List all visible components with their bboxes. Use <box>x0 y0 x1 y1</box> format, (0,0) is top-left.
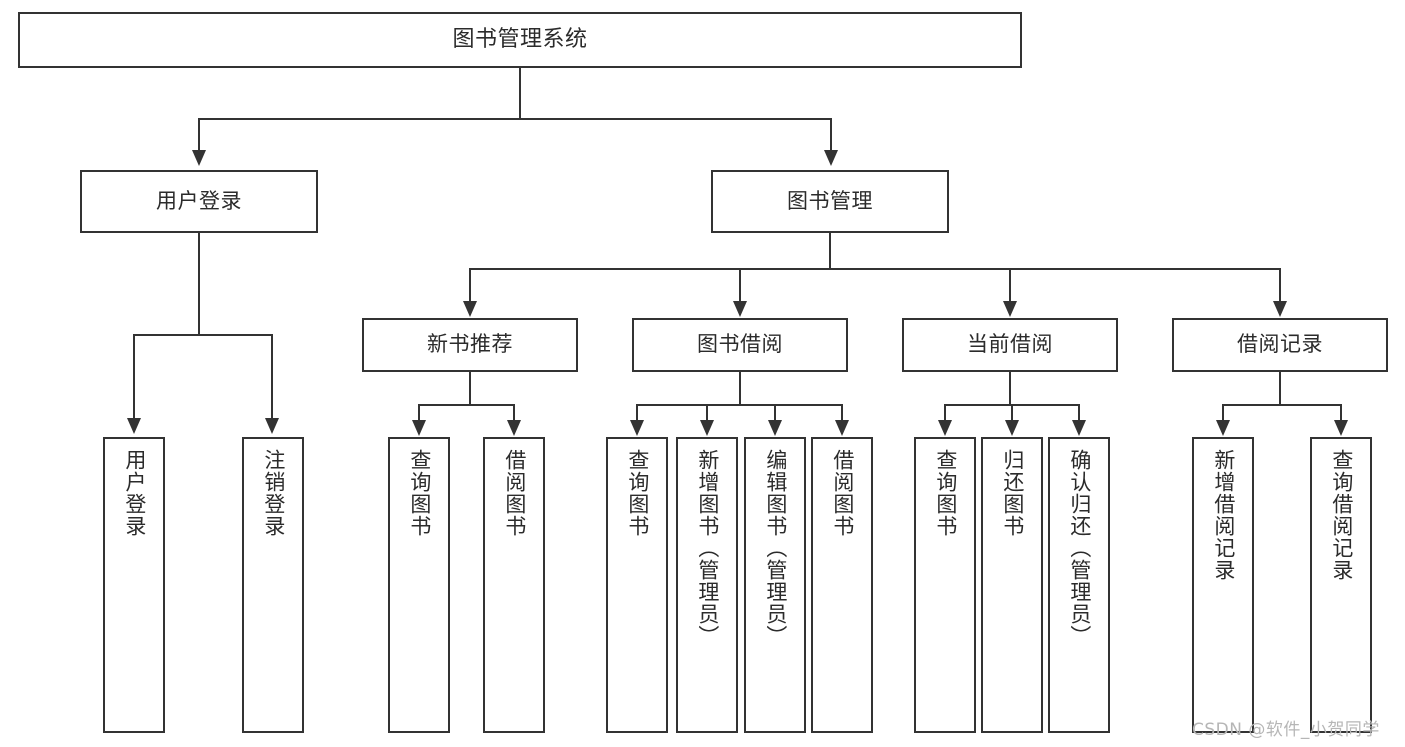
connector-root-trunk <box>519 68 521 119</box>
node-book-management[interactable]: 图书管理 <box>711 170 949 233</box>
connector-newbook-to-leaf-2 <box>513 404 515 422</box>
leaf-query-book-3-label: 查询图书 <box>933 449 958 537</box>
arrow-current-to-leaf-2 <box>1005 420 1019 436</box>
connector-record-to-leaf-2 <box>1340 404 1342 422</box>
arrow-borrow-to-leaf-2 <box>700 420 714 436</box>
leaf-confirm-return-label: 确认归还（管理员） <box>1067 449 1092 647</box>
leaf-return-book[interactable]: 归还图书 <box>981 437 1043 733</box>
connector-current-to-leaf-3 <box>1078 404 1080 422</box>
node-borrow-record[interactable]: 借阅记录 <box>1172 318 1388 372</box>
leaf-query-book-2[interactable]: 查询图书 <box>606 437 668 733</box>
leaf-add-book-label: 新增图书（管理员） <box>695 449 720 647</box>
leaf-borrow-book-1[interactable]: 借阅图书 <box>483 437 545 733</box>
leaf-user-logout[interactable]: 注销登录 <box>242 437 304 733</box>
arrow-borrow-to-leaf-1 <box>630 420 644 436</box>
arrow-borrow-to-leaf-3 <box>768 420 782 436</box>
leaf-confirm-return[interactable]: 确认归还（管理员） <box>1048 437 1110 733</box>
node-book-borrow[interactable]: 图书借阅 <box>632 318 848 372</box>
leaf-return-book-label: 归还图书 <box>1000 449 1025 537</box>
connector-record-trunk <box>1279 372 1281 406</box>
connector-login-to-leaf-1 <box>133 334 135 419</box>
arrow-newbook-to-leaf-1 <box>412 420 426 436</box>
arrow-login-to-leaf-1 <box>127 418 141 434</box>
node-book-management-label: 图书管理 <box>787 188 873 213</box>
connector-bookmgmt-trunk <box>829 233 831 270</box>
arrow-login-to-leaf-2 <box>265 418 279 434</box>
node-root-label: 图书管理系统 <box>452 26 588 52</box>
leaf-edit-book[interactable]: 编辑图书（管理员） <box>744 437 806 733</box>
connector-borrow-to-leaf-1 <box>636 404 638 422</box>
leaf-user-login[interactable]: 用户登录 <box>103 437 165 733</box>
arrow-bookmgmt-to-record <box>1273 301 1287 317</box>
leaf-borrow-book-2[interactable]: 借阅图书 <box>811 437 873 733</box>
leaf-add-record-label: 新增借阅记录 <box>1211 449 1236 581</box>
connector-bookmgmt-bar <box>469 268 1280 270</box>
leaf-user-logout-label: 注销登录 <box>261 449 286 537</box>
node-new-book-recommend[interactable]: 新书推荐 <box>362 318 578 372</box>
connector-borrow-to-leaf-4 <box>841 404 843 422</box>
connector-bookmgmt-to-record <box>1279 268 1281 302</box>
csdn-watermark: CSDN @软件_小贺同学 <box>1192 720 1380 740</box>
leaf-query-record[interactable]: 查询借阅记录 <box>1310 437 1372 733</box>
leaf-query-book-1-label: 查询图书 <box>407 449 432 537</box>
arrow-record-to-leaf-1 <box>1216 420 1230 436</box>
arrow-root-to-bookmgmt <box>824 150 838 166</box>
leaf-query-book-3[interactable]: 查询图书 <box>914 437 976 733</box>
node-new-book-recommend-label: 新书推荐 <box>427 332 513 357</box>
connector-borrow-trunk <box>739 372 741 406</box>
connector-record-bar <box>1222 404 1341 406</box>
arrow-current-to-leaf-3 <box>1072 420 1086 436</box>
connector-login-trunk <box>198 233 200 336</box>
leaf-borrow-book-1-label: 借阅图书 <box>502 449 527 537</box>
connector-bookmgmt-to-current <box>1009 268 1011 302</box>
arrow-newbook-to-leaf-2 <box>507 420 521 436</box>
node-root[interactable]: 图书管理系统 <box>18 12 1022 68</box>
connector-record-to-leaf-1 <box>1222 404 1224 422</box>
connector-root-bar <box>198 118 832 120</box>
connector-login-to-leaf-2 <box>271 334 273 419</box>
connector-current-trunk <box>1009 372 1011 406</box>
leaf-edit-book-label: 编辑图书（管理员） <box>763 449 788 647</box>
node-user-login[interactable]: 用户登录 <box>80 170 318 233</box>
connector-borrow-to-leaf-2 <box>706 404 708 422</box>
leaf-query-book-2-label: 查询图书 <box>625 449 650 537</box>
arrow-root-to-login <box>192 150 206 166</box>
arrow-bookmgmt-to-current <box>1003 301 1017 317</box>
arrow-bookmgmt-to-borrow <box>733 301 747 317</box>
node-current-borrow[interactable]: 当前借阅 <box>902 318 1118 372</box>
node-current-borrow-label: 当前借阅 <box>967 332 1053 357</box>
connector-bookmgmt-to-borrow <box>739 268 741 302</box>
connector-root-to-login <box>198 118 200 151</box>
arrow-record-to-leaf-2 <box>1334 420 1348 436</box>
node-user-login-label: 用户登录 <box>156 188 242 213</box>
arrow-borrow-to-leaf-4 <box>835 420 849 436</box>
leaf-user-login-label: 用户登录 <box>122 449 147 537</box>
connector-newbook-bar <box>418 404 514 406</box>
leaf-query-record-label: 查询借阅记录 <box>1329 449 1354 581</box>
node-borrow-record-label: 借阅记录 <box>1237 332 1323 357</box>
connector-root-to-bookmgmt <box>830 118 832 151</box>
arrow-current-to-leaf-1 <box>938 420 952 436</box>
connector-newbook-trunk <box>469 372 471 406</box>
connector-borrow-to-leaf-3 <box>774 404 776 422</box>
leaf-add-record[interactable]: 新增借阅记录 <box>1192 437 1254 733</box>
connector-newbook-to-leaf-1 <box>418 404 420 422</box>
connector-bookmgmt-to-newbook <box>469 268 471 302</box>
connector-current-to-leaf-2 <box>1011 404 1013 422</box>
connector-borrow-bar <box>636 404 843 406</box>
node-book-borrow-label: 图书借阅 <box>697 332 783 357</box>
connector-login-bar <box>133 334 273 336</box>
leaf-add-book[interactable]: 新增图书（管理员） <box>676 437 738 733</box>
arrow-bookmgmt-to-newbook <box>463 301 477 317</box>
leaf-query-book-1[interactable]: 查询图书 <box>388 437 450 733</box>
connector-current-to-leaf-1 <box>944 404 946 422</box>
leaf-borrow-book-2-label: 借阅图书 <box>830 449 855 537</box>
